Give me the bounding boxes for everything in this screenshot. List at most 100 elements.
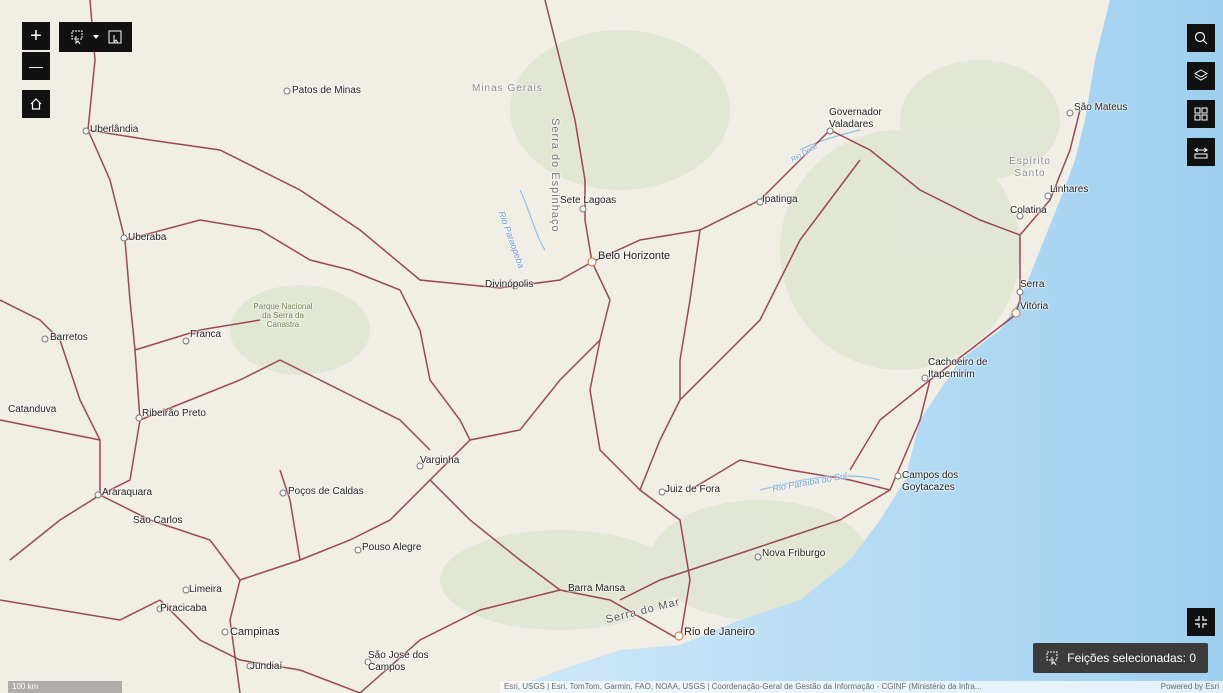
home-button[interactable] [22, 90, 50, 118]
city-dot [279, 489, 287, 497]
selected-features-icon [1046, 651, 1058, 665]
ocean [500, 0, 1223, 693]
city-dot [135, 414, 143, 422]
city-label: Uberaba [128, 232, 167, 243]
city-dot [756, 198, 764, 206]
city-label: Ribeirão Preto [142, 408, 206, 419]
city-label: Patos de Minas [292, 85, 361, 96]
selection-toolbar [59, 22, 132, 52]
city-dot [416, 462, 424, 470]
city-label: Linhares [1050, 184, 1089, 195]
capital-marker [674, 631, 684, 641]
city-label: Barra Mansa [568, 583, 626, 594]
city-label: Franca [190, 329, 222, 340]
attribution-text: Esri, USGS | Esri, TomTom, Garmin, FAO, … [504, 682, 982, 691]
layers-icon [1194, 69, 1208, 81]
mountain-label: Serra do Espinhaço [549, 118, 561, 233]
city-label: Catanduva [8, 404, 57, 415]
scale-bar: 100 km [8, 681, 122, 693]
city-label: Barretos [50, 332, 88, 343]
city-dot [1016, 288, 1024, 296]
city-label: Vitória [1020, 301, 1049, 312]
selection-counter-label: Feições selecionadas: 0 [1067, 651, 1196, 665]
city-dot [754, 553, 762, 561]
park-label: Parque Nacional da Serra da Canastra [253, 302, 313, 329]
capital-marker [1011, 308, 1021, 318]
city-dot [894, 472, 902, 480]
search-button[interactable] [1187, 24, 1215, 52]
caret-down-icon [92, 35, 99, 39]
city-dot [826, 127, 834, 135]
city-dot [569, 585, 577, 593]
city-label: Juiz de Fora [665, 484, 721, 495]
fullscreen-exit-button[interactable] [1187, 608, 1215, 636]
layers-button[interactable] [1187, 62, 1215, 90]
city-dot [246, 662, 254, 670]
city-dot [41, 335, 49, 343]
scale-label: 100 km [12, 682, 39, 691]
city-label: Jundiaí [250, 661, 283, 672]
city-dot [1016, 212, 1024, 220]
city-dot [921, 374, 929, 382]
city-dot [156, 605, 164, 613]
lasso-select-icon [71, 30, 82, 45]
city-dot [82, 127, 90, 135]
selection-counter[interactable]: Feições selecionadas: 0 [1033, 643, 1208, 673]
search-icon [1194, 31, 1208, 45]
city-label: Campinas [230, 626, 280, 638]
city-dot [182, 586, 190, 594]
city-dot [1066, 109, 1074, 117]
powered-by-link[interactable]: Powered by Esri [1160, 682, 1219, 691]
measure-button[interactable] [1187, 138, 1215, 166]
city-label: São José dos Campos [368, 650, 429, 673]
city-dot [364, 658, 372, 666]
city-label: Nova Friburgo [762, 548, 826, 559]
city-label: Governador Valadares [829, 107, 882, 130]
city-label: Cachoeiro de Itapemirim [928, 357, 988, 380]
attribution-bar[interactable]: Esri, USGS | Esri, TomTom, Garmin, FAO, … [500, 681, 1223, 693]
city-label: Uberlândia [90, 124, 139, 135]
city-label: Campos dos Goytacazes [902, 470, 959, 493]
home-icon [30, 98, 42, 110]
grid-icon [1194, 107, 1208, 121]
clear-selection-icon [108, 30, 121, 44]
city-label: Serra [1020, 279, 1045, 290]
city-dot [94, 491, 102, 499]
city-dot [182, 337, 190, 345]
city-label: São Mateus [1074, 102, 1128, 113]
state-label: Minas Gerais [472, 83, 543, 94]
city-label: Piracicaba [160, 603, 207, 614]
basemap-gallery-button[interactable] [1187, 100, 1215, 128]
exit-fullscreen-icon [1195, 616, 1207, 628]
state-label: Espírito Santo [1009, 156, 1051, 179]
city-label: Rio de Janeiro [684, 626, 755, 638]
city-dot [1044, 192, 1052, 200]
capital-marker [587, 257, 597, 267]
city-dot [658, 488, 666, 496]
city-label: Pouso Alegre [362, 542, 422, 553]
city-dot [354, 546, 362, 554]
zoom-out-button[interactable]: — [22, 52, 50, 80]
city-label: Ipatinga [762, 194, 798, 205]
city-label: Colatina [1010, 205, 1047, 216]
city-label: Limeira [189, 584, 222, 595]
zoom-in-button[interactable]: + [22, 22, 50, 50]
city-label: Sete Lagoas [560, 195, 617, 206]
clear-selection-button[interactable] [107, 29, 123, 45]
select-tool-dropdown[interactable] [92, 33, 100, 41]
city-label: Araraquara [102, 487, 153, 498]
city-label: Belo Horizonte [598, 250, 671, 262]
minus-icon: — [29, 58, 43, 74]
city-label: Divinópolis [485, 279, 534, 290]
measure-icon [1194, 147, 1208, 159]
city-dot [120, 234, 128, 242]
city-dot [579, 205, 587, 213]
city-dot [221, 628, 229, 636]
city-label: Varginha [420, 455, 460, 466]
city-dot [283, 87, 291, 95]
city-label: Poços de Caldas [288, 486, 364, 497]
select-tool-button[interactable] [69, 29, 85, 45]
city-dot [511, 282, 519, 290]
